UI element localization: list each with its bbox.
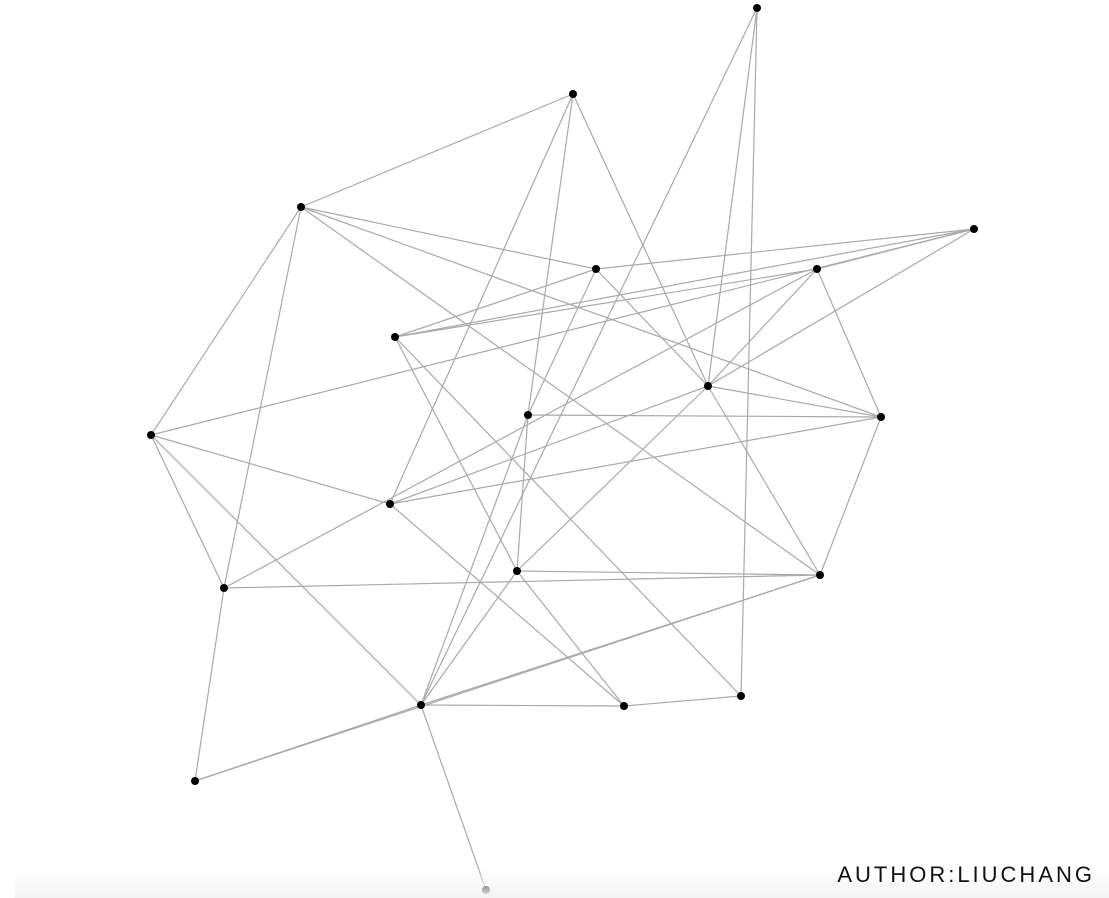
graph-edge <box>389 416 882 505</box>
graph-node[interactable] <box>592 265 600 273</box>
graph-edge <box>194 704 422 782</box>
graph-edge <box>707 228 975 387</box>
graph-node[interactable] <box>147 431 155 439</box>
graph-edge <box>516 570 625 707</box>
graph-edge <box>527 268 597 416</box>
graph-edge <box>389 385 709 505</box>
graph-node[interactable] <box>513 567 521 575</box>
graph-edge <box>420 570 518 706</box>
graph-node[interactable] <box>524 411 532 419</box>
graph-edge <box>420 414 529 706</box>
graph-edge <box>420 704 487 891</box>
graph-edge <box>300 206 882 418</box>
graph-edge <box>623 695 742 707</box>
graph-edge <box>819 416 882 576</box>
graph-edge <box>516 570 821 576</box>
graph-edge <box>394 336 518 572</box>
nodes-layer <box>147 4 978 894</box>
graph-node[interactable] <box>569 90 577 98</box>
graph-edge <box>420 7 758 706</box>
graph-edge <box>223 268 818 589</box>
graph-edge <box>150 206 302 436</box>
graph-edge <box>300 206 821 576</box>
graph-edge <box>194 587 225 782</box>
graph-edge <box>394 268 597 338</box>
graph-edge <box>150 434 422 706</box>
graph-node[interactable] <box>753 4 761 12</box>
graph-node[interactable] <box>877 413 885 421</box>
edges-layer <box>150 7 975 891</box>
graph-node[interactable] <box>816 571 824 579</box>
graph-edge <box>389 93 574 505</box>
graph-edge <box>150 434 225 589</box>
graph-node[interactable] <box>704 382 712 390</box>
graph-node[interactable] <box>191 777 199 785</box>
graph-edge <box>420 574 821 706</box>
graph-edge <box>389 503 625 707</box>
graph-edge <box>595 268 709 387</box>
graph-edge <box>527 93 574 416</box>
graph-edge <box>300 93 574 208</box>
graph-edge <box>394 228 975 338</box>
graph-edge <box>394 268 818 338</box>
graph-edge <box>707 268 818 387</box>
graph-node[interactable] <box>813 265 821 273</box>
graph-node[interactable] <box>620 702 628 710</box>
graph-edge <box>572 93 709 387</box>
graph-edge <box>707 385 821 576</box>
graph-node[interactable] <box>737 692 745 700</box>
graph-edge <box>740 7 758 697</box>
graph-edge <box>420 704 625 707</box>
graph-edge <box>516 385 709 572</box>
graph-node[interactable] <box>220 584 228 592</box>
graph-node[interactable] <box>386 500 394 508</box>
graph-node[interactable] <box>970 225 978 233</box>
graph-edge <box>595 228 975 270</box>
graph-node[interactable] <box>391 333 399 341</box>
graph-edge <box>816 268 882 418</box>
author-label: AUTHOR:LIUCHANG <box>837 862 1095 887</box>
graph-edge <box>527 414 882 418</box>
graph-edge <box>516 414 529 572</box>
graph-edge <box>707 385 882 418</box>
graph-edge <box>150 434 391 505</box>
graph-edge <box>150 228 975 436</box>
graph-node[interactable] <box>417 701 425 709</box>
graph-edge <box>223 206 302 589</box>
graph-edge <box>223 574 821 589</box>
footer-bar <box>15 868 1109 898</box>
graph-edge <box>394 336 742 697</box>
graph-edge <box>300 206 597 270</box>
graph-node[interactable] <box>297 203 305 211</box>
